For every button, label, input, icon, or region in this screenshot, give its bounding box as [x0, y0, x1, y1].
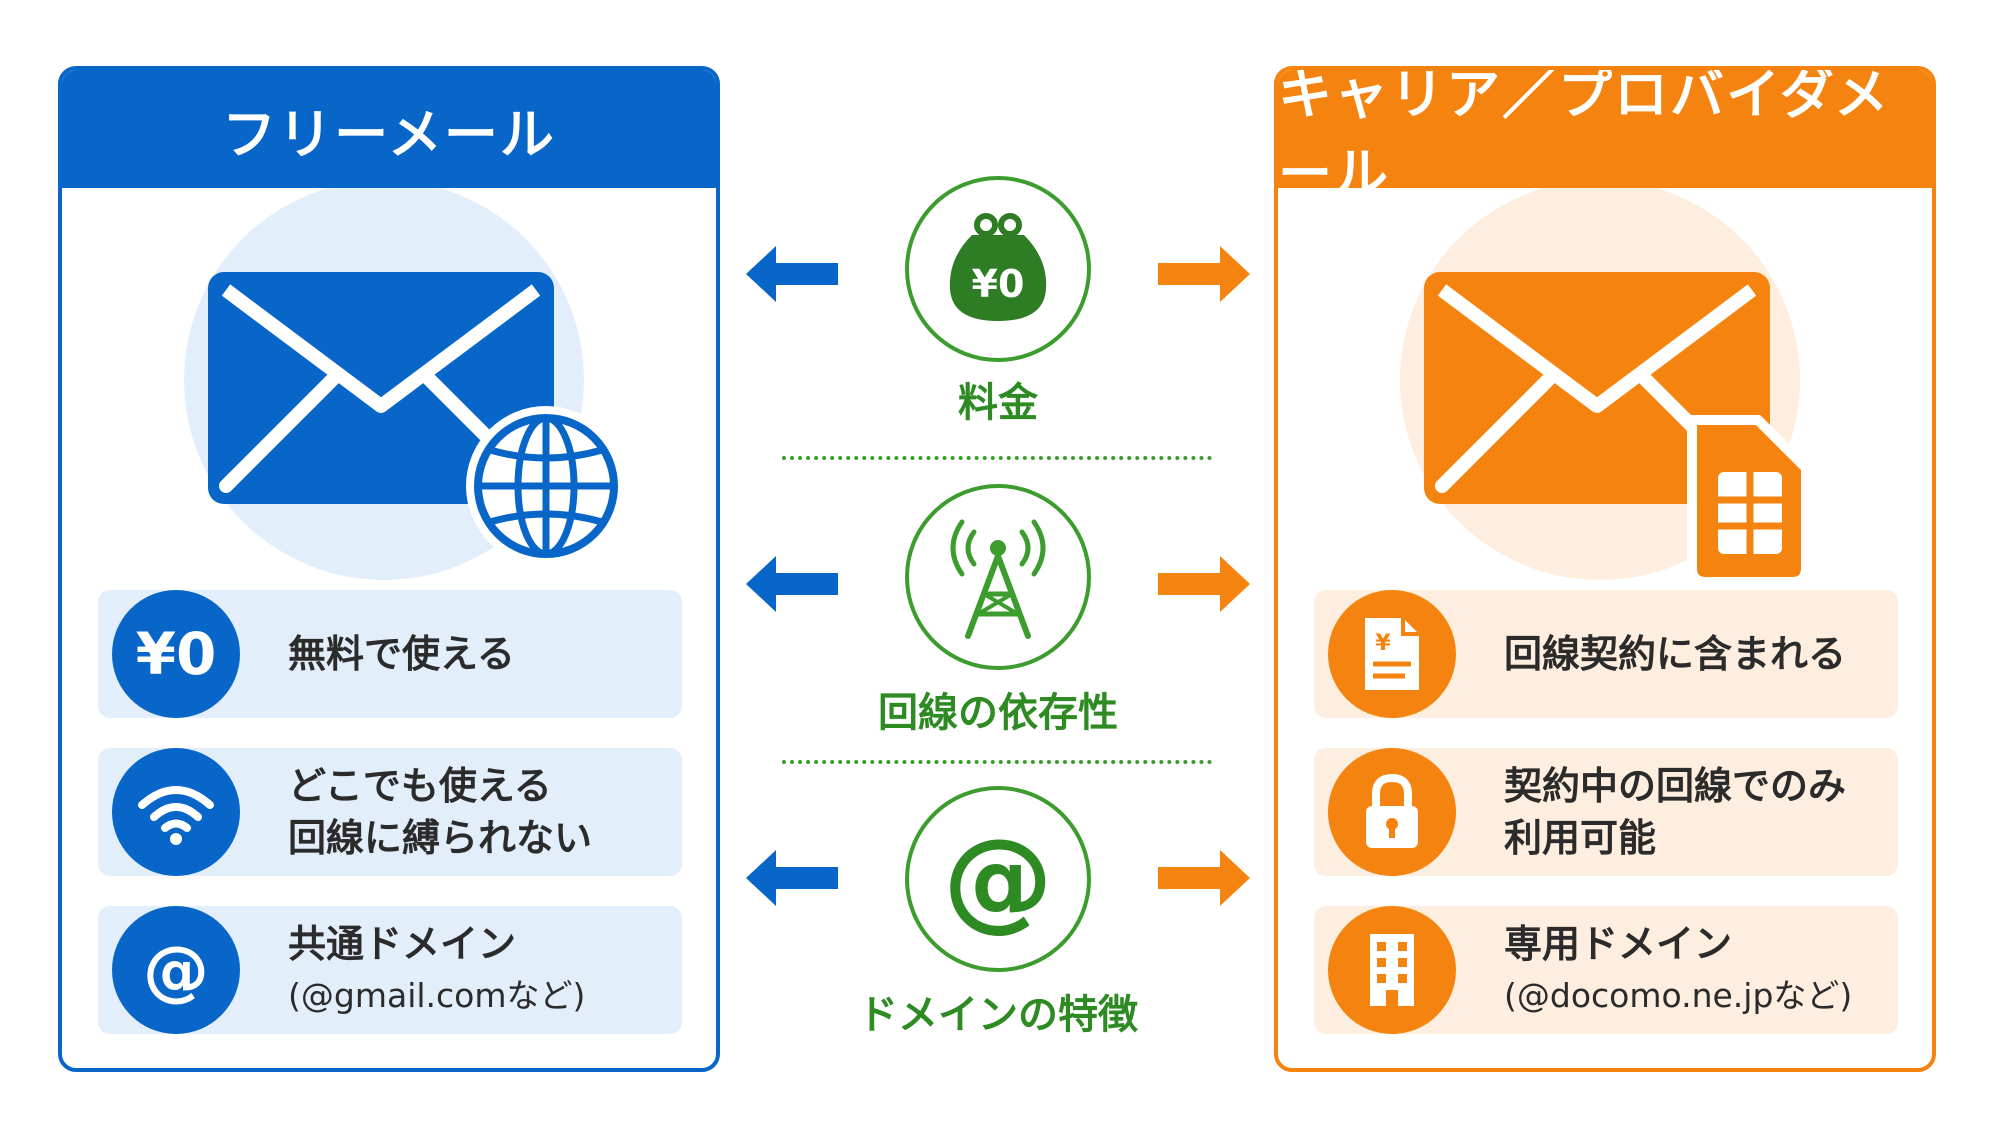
at-icon: @ [943, 815, 1053, 943]
lock-icon [1328, 748, 1456, 876]
feature-text: 専用ドメイン (@docomo.ne.jpなど) [1504, 922, 1853, 1015]
svg-text:¥: ¥ [1375, 631, 1391, 656]
feature-item-anywhere: どこでも使える 回線に縛られない [98, 748, 682, 876]
feature-text: 無料で使える [288, 632, 515, 676]
feature-item-contract-only: 契約中の回線でのみ 利用可能 [1314, 748, 1898, 876]
arrow-left-blue [746, 850, 838, 906]
feature-item-dedicated-domain: 専用ドメイン (@docomo.ne.jpなど) [1314, 906, 1898, 1034]
carrier-mail-feature-list: ¥ 回線契約に含まれる 契約中の回線でのみ 利用可能 [1314, 590, 1898, 1064]
carrier-mail-hero [1278, 188, 1932, 588]
arrow-right-orange [1158, 850, 1250, 906]
price-label: 料金 [958, 380, 1038, 426]
document-yen-icon: ¥ [1328, 590, 1456, 718]
carrier-mail-panel: キャリア／プロバイダメール [1274, 66, 1936, 1072]
feature-item-included: ¥ 回線契約に含まれる [1314, 590, 1898, 718]
feature-text: 回線契約に含まれる [1504, 632, 1847, 676]
feature-text: 契約中の回線でのみ 利用可能 [1504, 764, 1847, 860]
line-dependency-icon [905, 484, 1091, 670]
arrow-left-blue [746, 556, 838, 612]
arrow-right-orange [1158, 246, 1250, 302]
arrow-right-orange [1158, 556, 1250, 612]
yen-icon: ¥0 [112, 590, 240, 718]
feature-text: どこでも使える 回線に縛られない [288, 764, 593, 860]
antenna-icon [950, 519, 1046, 639]
free-mail-feature-list: ¥0 無料で使える どこでも使える 回線に縛られない @ [98, 590, 682, 1064]
free-mail-hero [62, 188, 716, 588]
building-icon [1328, 906, 1456, 1034]
svg-text:¥0: ¥0 [972, 262, 1025, 306]
line-dependency-label: 回線の依存性 [878, 690, 1118, 736]
feature-text: 共通ドメイン (@gmail.comなど) [288, 922, 586, 1015]
feature-item-common-domain: @ 共通ドメイン (@gmail.comなど) [98, 906, 682, 1034]
globe-icon [466, 406, 626, 566]
divider [782, 456, 1212, 460]
wifi-icon [112, 748, 240, 876]
feature-item-free: ¥0 無料で使える [98, 590, 682, 718]
price-comparison-icon: ¥0 [905, 176, 1091, 362]
at-icon: @ [112, 906, 240, 1034]
domain-comparison-icon: @ [905, 786, 1091, 972]
arrow-left-blue [746, 246, 838, 302]
domain-feature-label: ドメインの特徴 [858, 992, 1138, 1038]
coin-purse-icon: ¥0 [949, 213, 1047, 321]
carrier-mail-title: キャリア／プロバイダメール [1278, 70, 1932, 205]
free-mail-title: フリーメール [62, 70, 716, 188]
free-mail-panel: フリーメール ¥0 [58, 66, 720, 1072]
sim-card-icon [1687, 415, 1811, 587]
divider [782, 760, 1212, 764]
